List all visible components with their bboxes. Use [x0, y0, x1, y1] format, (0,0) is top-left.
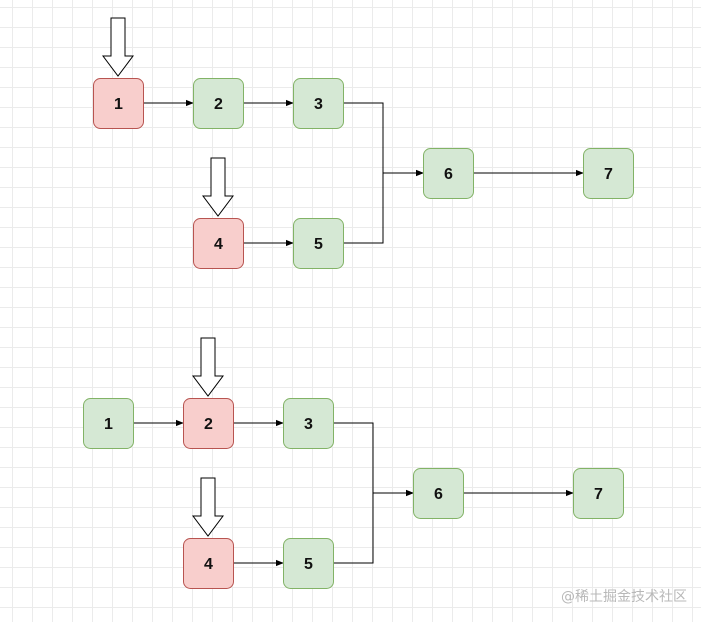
edge-5-to-6 [333, 489, 414, 564]
node-box [93, 78, 144, 129]
node-box [423, 148, 474, 199]
list-node: 1 [93, 78, 144, 129]
pointer-arrow-icon [202, 157, 234, 217]
node-label: 5 [304, 556, 313, 573]
list-node: 4 [183, 538, 234, 589]
node-label: 6 [444, 166, 453, 183]
node-box [183, 538, 234, 589]
node-label: 7 [604, 166, 613, 183]
node-label: 3 [314, 96, 323, 113]
watermark: @稀土掘金技术社区 [561, 589, 687, 605]
node-label: 6 [434, 486, 443, 503]
edge-3-to-6 [333, 422, 414, 497]
list-node: 2 [183, 398, 234, 449]
node-box [83, 398, 134, 449]
list-node: 7 [573, 468, 624, 519]
node-label: 4 [214, 236, 223, 253]
list-node: 1 [83, 398, 134, 449]
node-label: 2 [214, 96, 223, 113]
node-label: 1 [114, 96, 123, 113]
node-label: 7 [594, 486, 603, 503]
node-label: 1 [104, 416, 113, 433]
node-label: 2 [204, 416, 213, 433]
pointer-arrow-icon [192, 477, 224, 537]
node-box [283, 538, 334, 589]
node-box [183, 398, 234, 449]
edge-3-to-6 [343, 102, 424, 177]
node-box [193, 78, 244, 129]
list-node: 3 [293, 78, 344, 129]
list-node: 7 [583, 148, 634, 199]
node-label: 3 [304, 416, 313, 433]
node-box [293, 218, 344, 269]
list-node: 2 [193, 78, 244, 129]
node-box [583, 148, 634, 199]
list-node: 6 [423, 148, 474, 199]
pointer-arrow-icon [192, 337, 224, 397]
node-box [283, 398, 334, 449]
node-box [573, 468, 624, 519]
node-box [413, 468, 464, 519]
list-node: 4 [193, 218, 244, 269]
node-label: 4 [204, 556, 213, 573]
list-node: 3 [283, 398, 334, 449]
node-box [193, 218, 244, 269]
list-node: 5 [293, 218, 344, 269]
edge-5-to-6 [343, 169, 424, 244]
node-box [293, 78, 344, 129]
list-node: 6 [413, 468, 464, 519]
list-node: 5 [283, 538, 334, 589]
node-label: 5 [314, 236, 323, 253]
pointer-arrow-icon [102, 17, 134, 77]
